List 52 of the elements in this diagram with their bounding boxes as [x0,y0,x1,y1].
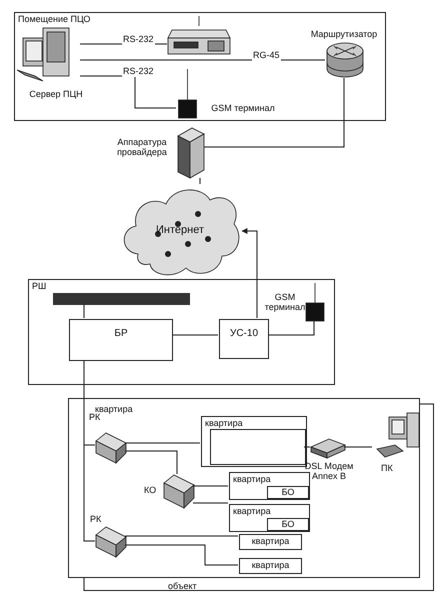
edge-label: RS-232 [122,67,155,77]
frame-box [267,486,309,499]
box-label: Интернет [156,224,204,236]
device-caption: РК [90,514,102,524]
connector-line [304,446,310,448]
box-label: БО [282,488,294,498]
device-caption: Аппаратура провайдера [116,137,168,158]
box-label: УС-10 [230,328,258,339]
box-heading: объект [168,582,197,592]
box-label: квартира [252,537,290,547]
frame-box [239,558,302,574]
inner-box [210,429,306,465]
device-caption: DSL Модем Annex B [304,461,354,482]
connector-line [80,76,176,108]
device-caption: РК [89,412,100,422]
box-heading: квартира [95,405,133,414]
frame-box [68,398,420,578]
frame-box [239,534,302,550]
device-caption: КО [144,485,158,496]
box-heading: РШ [32,282,46,292]
frame-box [229,472,310,500]
frame-box [28,279,335,385]
connector-line [192,502,228,504]
arrow [241,228,258,318]
frame-box [14,12,386,121]
connector-line [124,450,178,474]
device-caption: Маршрутизатор [310,29,378,40]
connector-line [172,334,218,336]
device-caption: ПК [381,463,394,474]
connector-line [204,78,344,148]
connector-line [344,446,372,448]
connector-line [268,320,314,336]
frame-box [267,518,309,531]
frame-box [229,504,310,532]
box-heading: Помещение ПЦО [18,15,90,25]
panel-bar [53,293,190,305]
box-heading: квартира [233,507,271,517]
device-caption: GSM терминал [264,292,306,313]
device-caption: Сервер ПЦН [28,89,84,100]
box-heading: квартира [233,475,271,485]
box-label: БО [282,520,294,530]
connector-line [124,442,200,444]
connector-line [124,544,238,566]
frame-box [201,416,307,467]
edge-label: RG-45 [252,51,281,61]
device-caption: GSM терминал [210,103,276,114]
box-label: БР [114,328,128,339]
box-heading: квартира [205,419,243,429]
box-label: квартира [252,561,290,571]
edge-label: RS-232 [122,35,155,45]
frame-box [219,319,269,359]
frame-box [69,319,173,361]
